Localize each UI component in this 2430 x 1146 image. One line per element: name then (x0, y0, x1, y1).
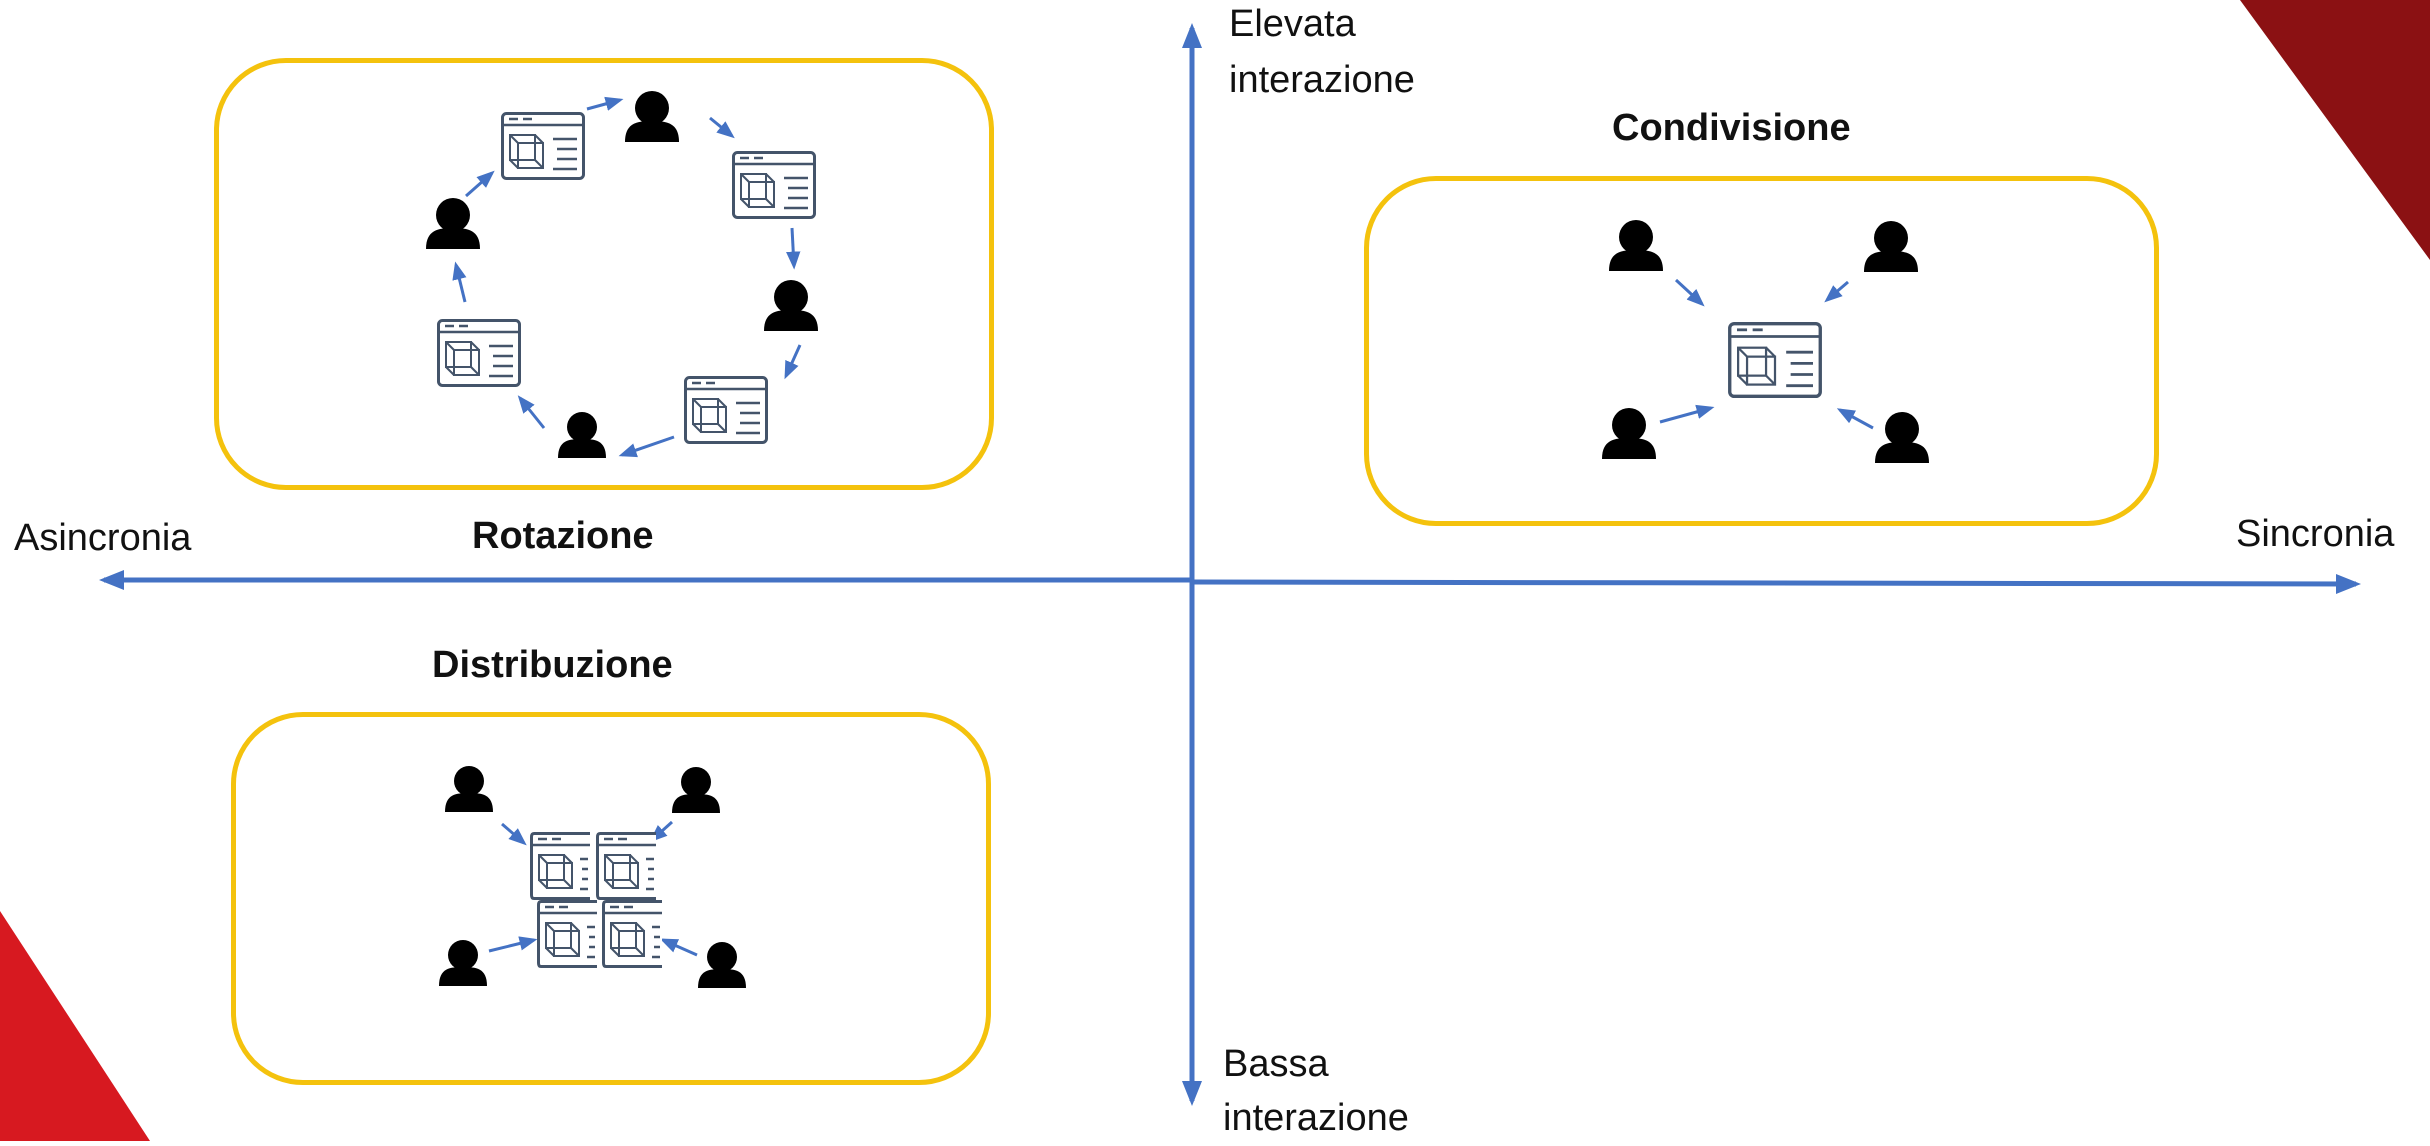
arrow-icon (488, 936, 538, 953)
quadrant-title-rotazione: Rotazione (472, 515, 654, 557)
quadrant-title-condivisione: Condivisione (1612, 107, 1851, 149)
condivisione-diagram (1602, 220, 1929, 463)
model-document-icon (684, 376, 768, 444)
arrow-icon (786, 227, 801, 270)
model-document-icon (602, 900, 662, 968)
arrow-icon (517, 395, 546, 429)
distribuzione-box (231, 712, 991, 1085)
person-icon (1875, 412, 1929, 463)
arrow-icon (784, 344, 802, 380)
arrow-icon (659, 938, 698, 957)
model-document-icon (537, 900, 597, 968)
person-icon (625, 91, 679, 142)
person-icon (1864, 221, 1918, 272)
arrow-icon (1674, 278, 1705, 307)
arrow-icon (709, 116, 735, 139)
person-icon (672, 767, 720, 813)
axis-label-elevata-line1: Elevata (1229, 3, 1356, 45)
person-icon (1602, 408, 1656, 459)
person-icon (764, 280, 818, 331)
person-icon (445, 766, 493, 812)
rotazione-box (214, 58, 994, 490)
model-document-icon (437, 319, 521, 387)
model-document-icon (596, 832, 656, 900)
arrow-icon (1659, 404, 1715, 424)
horizontal-axis-right-arrow (1191, 573, 2361, 594)
person-icon (558, 412, 606, 458)
arrow-icon (452, 261, 467, 303)
axis-label-asincronia: Asincronia (14, 517, 192, 559)
person-icon (698, 942, 746, 988)
condivisione-box (1364, 176, 2159, 526)
rotazione-diagram (426, 91, 818, 458)
arrow-icon (465, 170, 495, 198)
arrow-icon (1836, 408, 1874, 430)
axis-label-sincronia: Sincronia (2236, 513, 2395, 555)
axis-label-elevata-line2: interazione (1229, 59, 1415, 101)
person-icon (1609, 220, 1663, 271)
person-icon (426, 198, 480, 249)
axis-label-bassa-line1: Bassa (1223, 1043, 1329, 1085)
arrow-icon (1824, 280, 1849, 303)
distribuzione-diagram (439, 766, 746, 988)
arrow-icon (586, 96, 624, 111)
arrow-icon (501, 822, 527, 846)
person-icon (439, 940, 487, 986)
model-document-icon (501, 112, 585, 180)
quadrant-title-distribuzione: Distribuzione (432, 644, 673, 686)
model-document-icon (732, 151, 816, 219)
axis-label-bassa-line2: interazione (1223, 1097, 1409, 1139)
arrow-icon (618, 435, 675, 458)
model-document-icon (530, 832, 590, 900)
model-document-icon (1728, 322, 1822, 398)
